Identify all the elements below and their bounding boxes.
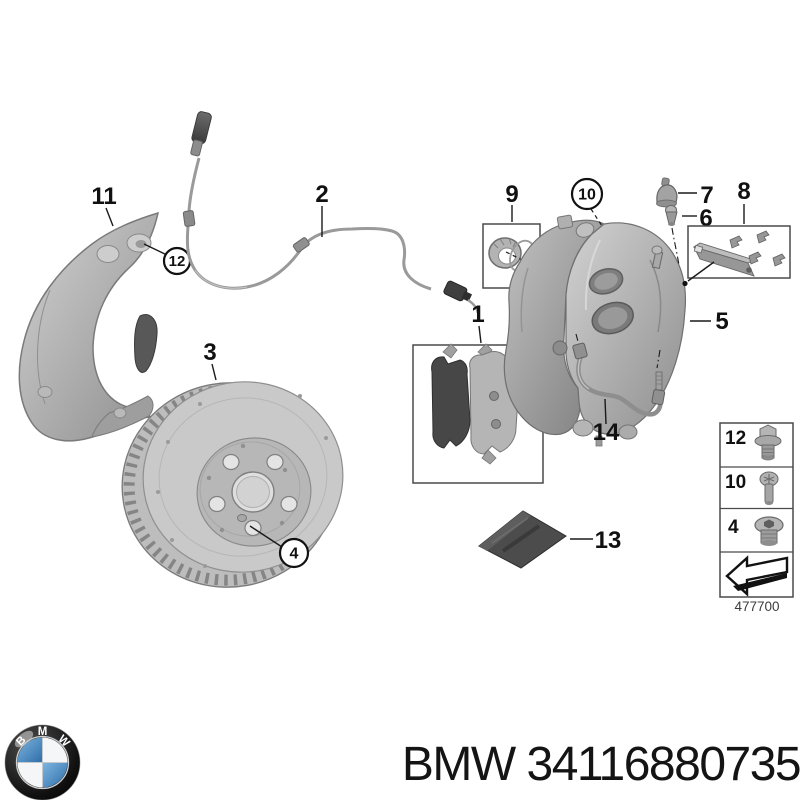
callout-3-label: 3: [203, 339, 216, 366]
callout-10-label: 10: [578, 187, 596, 204]
callout-2-label: 2: [315, 181, 328, 208]
legend-row-12-label: 12: [725, 428, 746, 449]
hardware-legend: 12 10 4 477700: [719, 422, 794, 614]
brake-hose-part: [572, 333, 666, 417]
bleeder-valve-part: [665, 205, 680, 266]
legend-row-4-label: 4: [728, 517, 739, 538]
callout-10-circle: 10: [570, 177, 604, 227]
legend-diagram-number: 477700: [734, 599, 779, 614]
callout-12-circle: 12: [143, 243, 192, 276]
dust-cap-part: [656, 177, 678, 208]
grease-packet-part: [478, 510, 567, 569]
legend-row-10-label: 10: [725, 472, 746, 493]
brake-disc-part: [121, 381, 344, 588]
logo-letter-m: M: [38, 726, 48, 738]
direction-arrow-icon: [725, 555, 789, 597]
caliper-part: [503, 214, 687, 447]
callout-1-label: 1: [471, 301, 484, 328]
guide-rail-kit-part: [682, 225, 791, 287]
wheel-stud-part: [237, 514, 247, 522]
callout-13-label: 13: [595, 527, 622, 554]
leader-line-3: [211, 363, 217, 381]
torx-screw-icon: [759, 471, 779, 505]
callout-11-label: 11: [91, 183, 116, 210]
part-number-title: BMW 34116880735: [402, 738, 800, 791]
callout-8-label: 8: [737, 178, 750, 205]
callout-4-label: 4: [290, 546, 299, 563]
callout-7-label: 7: [700, 182, 713, 209]
leader-line-14: [604, 398, 607, 425]
sensor-wire-part: [182, 111, 480, 314]
callout-9-label: 9: [505, 181, 518, 208]
leader-line-11: [105, 207, 114, 227]
splash-shield-part: [18, 211, 160, 442]
callout-12-label: 12: [169, 253, 186, 270]
callout-5-label: 5: [715, 308, 728, 335]
leader-line-1: [478, 325, 482, 344]
flange-bolt-icon: [754, 424, 782, 461]
callout-4-circle: 4: [249, 525, 310, 569]
bmw-roundel-logo: B M W: [4, 724, 81, 800]
socket-plug-icon: [754, 516, 784, 546]
